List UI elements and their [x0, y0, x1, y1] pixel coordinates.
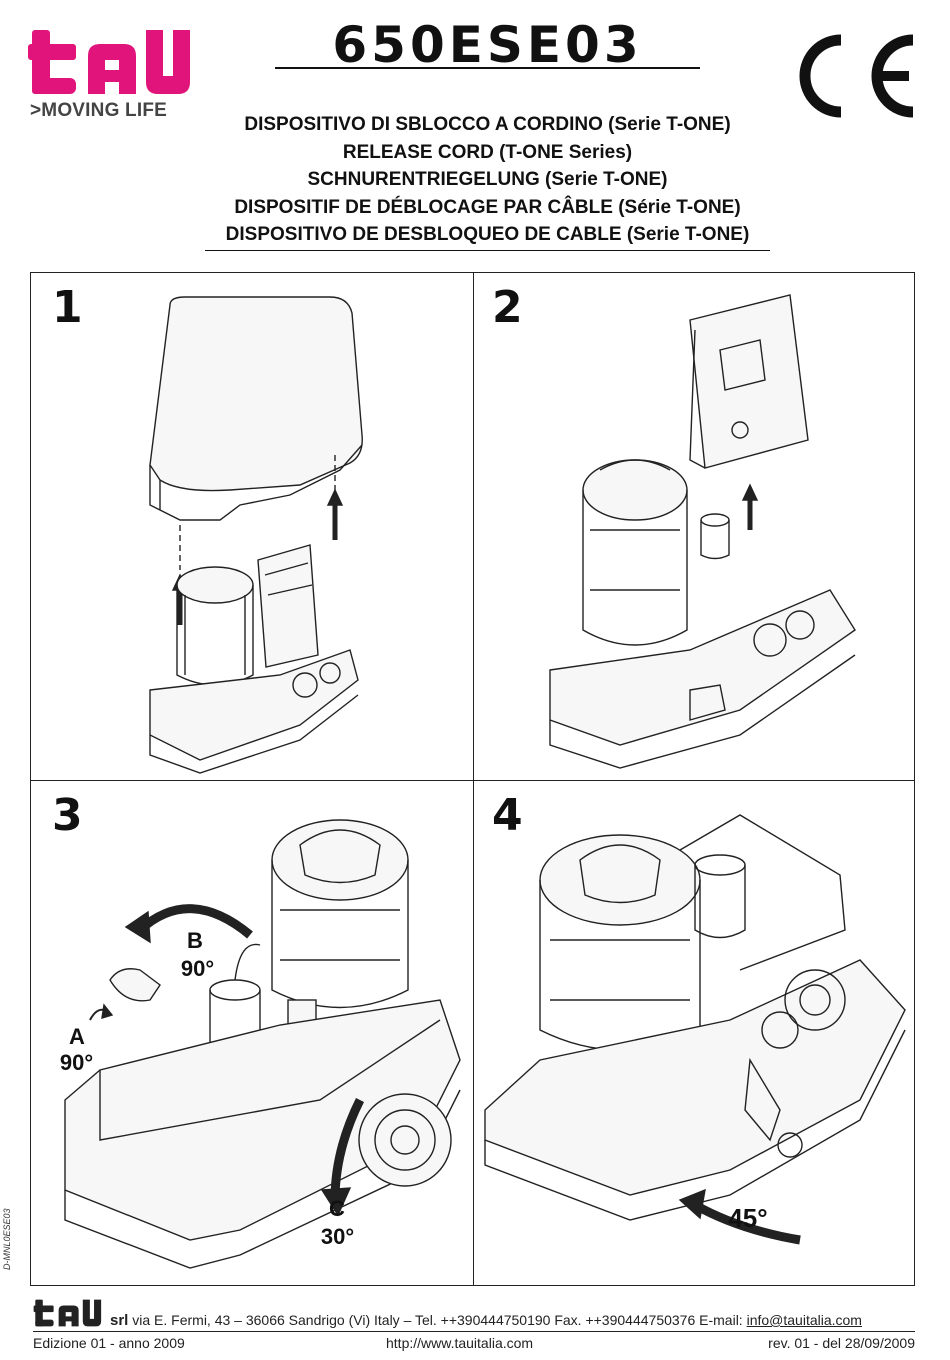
- title-german: SCHNURENTRIEGELUNG (Serie T-ONE): [307, 169, 668, 190]
- title-english: RELEASE CORD (T-ONE Series): [342, 141, 633, 163]
- step-1-illustration: [140, 295, 370, 780]
- label-c-letter: C: [329, 1196, 345, 1221]
- document-side-code: D-MNL0ESE03: [2, 1208, 12, 1270]
- step-4-number: 4: [492, 790, 523, 841]
- title-french: DISPOSITIF DE DÉBLOCAGE PAR CÂBLE (Série…: [234, 196, 741, 218]
- grid-divider-horizontal: [30, 780, 915, 781]
- step-3-number: 3: [52, 790, 83, 841]
- step-2-illustration: [540, 290, 860, 775]
- footer-tau-logo: [33, 1298, 103, 1333]
- title-spanish: DISPOSITIVO DE DESBLOQUEO DE CABLE (Seri…: [225, 224, 750, 245]
- revision-text: rev. 01 - del 28/09/2009: [768, 1335, 915, 1351]
- code-underline: [275, 67, 700, 69]
- label-b-letter: B: [187, 928, 203, 953]
- label-45-angle: 45°: [728, 1203, 768, 1233]
- email-link[interactable]: info@tauitalia.com: [746, 1312, 862, 1328]
- step-2-number: 2: [492, 282, 523, 333]
- instruction-grid: [30, 272, 915, 1286]
- edition-text: Edizione 01 - anno 2009: [33, 1335, 185, 1351]
- label-a-letter: A: [69, 1024, 85, 1049]
- title-italian: DISPOSITIVO DI SBLOCCO A CORDINO (Serie …: [244, 114, 731, 135]
- titles-underline: [205, 250, 770, 251]
- label-b-angle: 90°: [180, 956, 215, 981]
- ce-mark-icon: [785, 28, 920, 123]
- brand-tagline: >MOVING LIFE: [30, 100, 167, 121]
- website-link[interactable]: http://www.tauitalia.com: [386, 1335, 534, 1351]
- footer-divider: [33, 1331, 915, 1332]
- footer-address-line: srl via E. Fermi, 43 – 36066 Sandrigo (V…: [110, 1312, 862, 1329]
- label-a-angle: 90°: [59, 1050, 94, 1075]
- step-1-number: 1: [52, 282, 83, 333]
- company-address: via E. Fermi, 43 – 36066 Sandrigo (Vi) I…: [132, 1312, 743, 1328]
- tau-logo: [28, 26, 193, 126]
- grid-divider-vertical: [473, 272, 474, 1286]
- product-code: 650ESE03: [332, 16, 643, 74]
- step-4-illustration: [480, 810, 910, 1265]
- company-type: srl: [110, 1312, 129, 1329]
- title-block: DISPOSITIVO DI SBLOCCO A CORDINO (Serie …: [190, 111, 785, 249]
- step-3-illustration: [60, 800, 470, 1275]
- label-c-angle: 30°: [320, 1224, 355, 1249]
